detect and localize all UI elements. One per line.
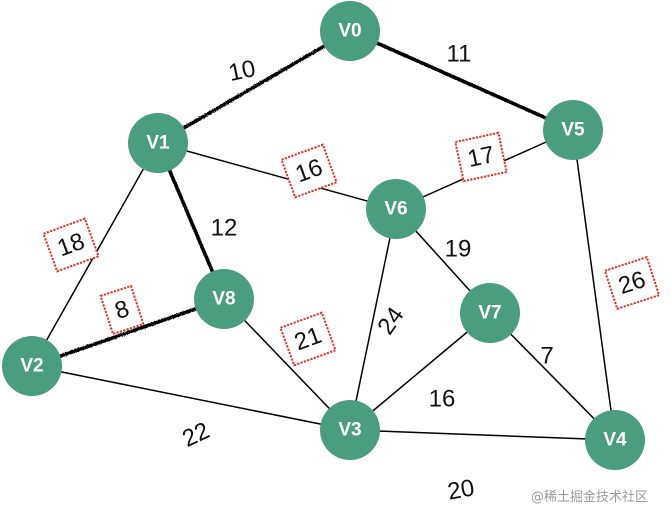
edges-layer xyxy=(30,29,616,441)
edge-weight-label: 16 xyxy=(429,386,456,413)
node-label: V0 xyxy=(338,21,361,42)
edge-weight-v1-v6: 16 xyxy=(280,143,338,199)
edge-weight-v8-v2: 8 xyxy=(99,284,145,336)
node-v7: V7 xyxy=(460,283,520,343)
edge-v2-v3 xyxy=(31,365,351,431)
weight-highlight-box xyxy=(603,255,661,311)
edge-weight-label: 17 xyxy=(465,141,497,173)
edge-weight-v7-v4: 7 xyxy=(540,343,553,370)
node-circle xyxy=(543,100,603,160)
edge-weight-v6-v3: 24 xyxy=(372,302,409,339)
node-label: V3 xyxy=(338,420,361,441)
node-v6: V6 xyxy=(366,179,426,239)
node-v8: V8 xyxy=(194,269,254,329)
node-circle xyxy=(585,410,645,470)
weight-highlight-box xyxy=(454,131,508,183)
edge-v8-v2 xyxy=(30,297,226,368)
edge-v7-v3 xyxy=(349,312,491,431)
node-circle xyxy=(128,113,188,173)
node-circle xyxy=(460,283,520,343)
edge-weight-v5-v6: 17 xyxy=(454,131,508,183)
node-circle xyxy=(320,400,380,460)
edge-weight-label: 12 xyxy=(211,215,238,242)
edge-weight-v5-v4: 26 xyxy=(603,255,661,311)
edge-weight-v6-v7: 19 xyxy=(445,236,472,263)
edge-weight-label: 24 xyxy=(372,302,409,339)
edge-weight-label: 7 xyxy=(540,343,553,370)
node-v4: V4 xyxy=(585,410,645,470)
node-label: V7 xyxy=(478,303,501,324)
edge-weight-v1-v2: 18 xyxy=(42,217,100,273)
edge-weight-label: 10 xyxy=(226,55,258,87)
edge-labels-layer: 10 11 16 17 12 18 8 21 19 24 26 16 7 22 20 xyxy=(42,41,661,506)
edge-weight-v1-v8: 12 xyxy=(211,215,238,242)
edge-v5-v4 xyxy=(572,129,616,441)
edge-v3-v4 xyxy=(349,429,616,441)
edge-weight-label: 11 xyxy=(447,41,472,68)
node-circle xyxy=(366,179,426,239)
node-circle xyxy=(194,269,254,329)
watermark: @稀土掘金技术社区 xyxy=(531,490,649,505)
weight-highlight-box xyxy=(99,284,145,336)
node-label: V6 xyxy=(384,199,407,220)
node-v0: V0 xyxy=(320,1,380,61)
node-v1: V1 xyxy=(128,113,188,173)
edge-weight-label: 22 xyxy=(178,417,214,453)
node-v2: V2 xyxy=(2,336,62,396)
edge-weight-v8-v3: 21 xyxy=(279,311,337,367)
edge-v8-v3 xyxy=(223,298,351,431)
weight-highlight-box xyxy=(280,143,338,199)
node-label: V4 xyxy=(603,430,627,451)
edge-weight-v0-v1: 10 xyxy=(226,55,258,87)
edge-weight-v0-v5: 11 xyxy=(447,41,472,68)
edge-weight-v3-v4: 20 xyxy=(446,474,477,505)
node-label: V1 xyxy=(146,133,170,154)
edge-weight-label: 19 xyxy=(445,236,472,263)
edge-weight-v7-v3: 16 xyxy=(429,386,456,413)
weight-highlight-box xyxy=(42,217,100,273)
node-label: V5 xyxy=(561,120,585,141)
node-v3: V3 xyxy=(320,400,380,460)
node-circle xyxy=(2,336,62,396)
edge-v6-v3 xyxy=(349,208,397,431)
edge-v1-v6 xyxy=(157,142,397,210)
edge-v0-v5 xyxy=(348,29,575,132)
edge-weight-v2-v3: 22 xyxy=(178,417,214,453)
edge-weight-label: 20 xyxy=(446,474,477,505)
weight-highlight-box xyxy=(279,311,337,367)
node-v5: V5 xyxy=(543,100,603,160)
node-label: V8 xyxy=(212,289,235,310)
edge-v0-v1 xyxy=(156,29,352,145)
node-label: V2 xyxy=(20,356,43,377)
node-circle xyxy=(320,1,380,61)
